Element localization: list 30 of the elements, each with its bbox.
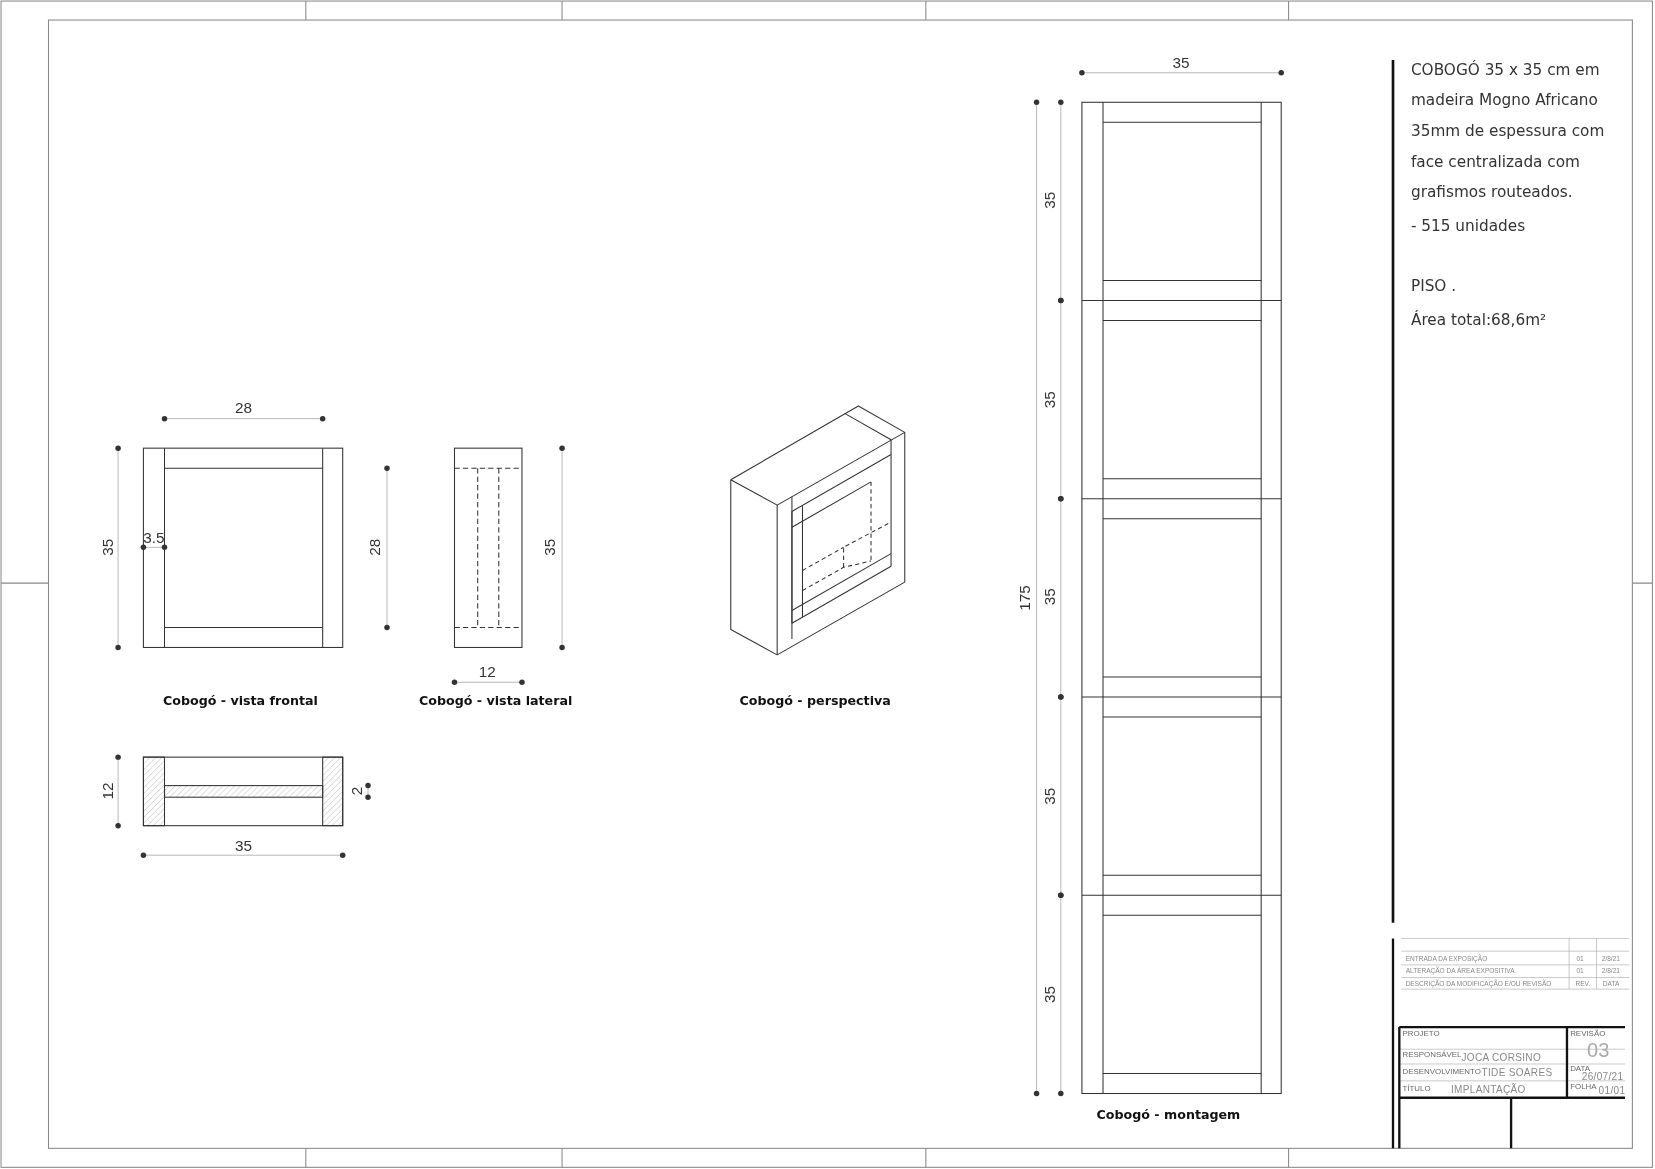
dimension-value: 35 [542, 538, 559, 556]
dimension-value: 35 [1042, 191, 1058, 209]
dimension-value: 12 [99, 782, 116, 800]
specification-note: COBOGÓ 35 x 35 cm em madeira Mogno Africano 35mm de espessura com face centralizada com grafismos routeados. [1410, 59, 1606, 203]
dimension-value: 2 [349, 786, 366, 796]
specification-note: - 515 unidades [1410, 216, 1527, 237]
field-value: TIDE SOARES [1481, 1067, 1553, 1078]
revision-value: 03 [1587, 1040, 1610, 1061]
view-caption: Cobogó - vista frontal [162, 694, 318, 708]
field-value: IMPLANTAÇÃO [1451, 1084, 1526, 1095]
dimension-value: 12 [478, 664, 496, 680]
dimension-value: 28 [235, 400, 253, 416]
field-value: 01/01 [1598, 1085, 1626, 1096]
specification-note: Área total:68,6m² [1410, 309, 1548, 330]
dimension-value: 35 [1172, 55, 1190, 71]
dimension-value: 35 [1042, 588, 1058, 606]
dimension-value: 35 [1042, 391, 1058, 409]
dimension-value: 35 [1042, 787, 1058, 805]
specification-note: PISO . [1410, 276, 1458, 297]
view-caption: Cobogó - perspectiva [739, 694, 891, 708]
view-caption: Cobogó - montagem [1096, 1108, 1241, 1121]
dimension-value: 3.5 [143, 530, 165, 546]
dimension-value: 175 [1017, 585, 1033, 611]
dimension-value: 35 [1042, 985, 1058, 1003]
dimension-value: 35 [235, 838, 253, 854]
dimension-value: 35 [99, 538, 116, 556]
dimension-value: 28 [367, 538, 384, 556]
view-caption: Cobogó - vista lateral [418, 694, 573, 708]
field-value: 26/07/21 [1581, 1071, 1624, 1082]
field-value: JOCA CORSINO [1461, 1052, 1542, 1063]
